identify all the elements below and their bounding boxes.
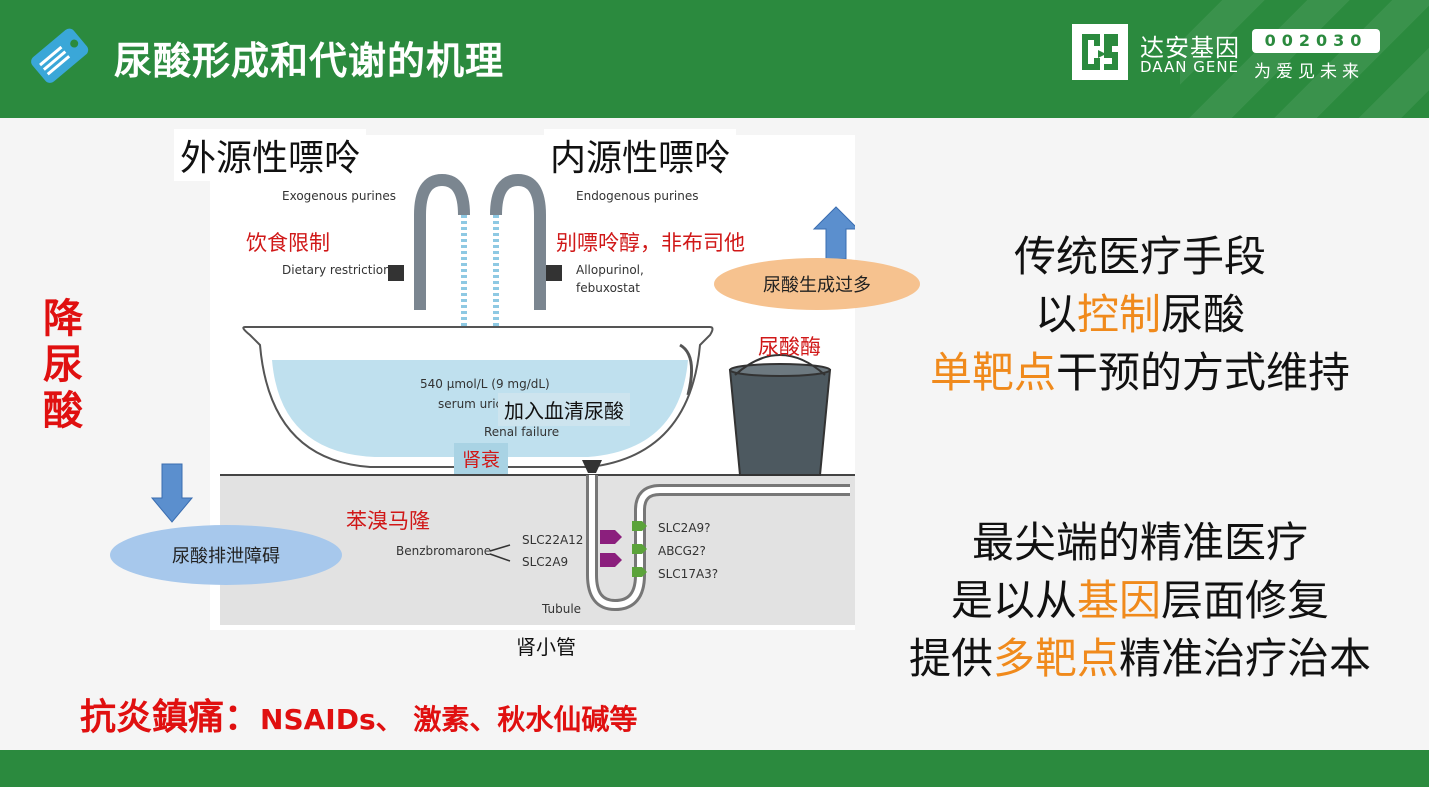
exo-faucet	[414, 173, 470, 310]
precision-line-2c: 层面修复	[1161, 576, 1330, 625]
serum-level-en: 540 µmol/L (9 mg/dL)	[420, 377, 550, 391]
drain	[582, 460, 602, 473]
uric-acid-bathtub-diagram: 外源性嘌呤 内源性嘌呤 Exogenous purines Endogenous…	[174, 129, 855, 659]
brand-name-cn: 达安基因	[1140, 34, 1240, 62]
traditional-line-1: 传统医疗手段	[1013, 232, 1266, 281]
traditional-line-2: 以控制尿酸	[900, 286, 1380, 344]
renal-failure-en: Renal failure	[484, 425, 560, 439]
brand-name-en: DAAN GENE	[1140, 58, 1240, 76]
tag-icon	[31, 28, 89, 83]
lower-uric-acid-label: 降 尿 酸	[38, 296, 88, 434]
traditional-line-3: 单靶点干预的方式维持	[900, 344, 1380, 402]
tubule-en: Tubule	[542, 602, 582, 616]
page-title: 尿酸形成和代谢的机理	[114, 39, 505, 83]
serum-uric-en: serum uric	[438, 397, 503, 411]
anti-inflammatory-main: 抗炎鎮痛：	[80, 697, 261, 738]
slc17a3q-label: SLC17A3?	[658, 567, 719, 581]
exo-purine-en: Exogenous purines	[282, 189, 397, 203]
daan-logo-icon	[1072, 24, 1128, 80]
renal-failure-cn: 肾衰	[454, 443, 509, 474]
febuxostat-en: febuxostat	[576, 281, 640, 295]
benzbromarone-en: Benzbromarone	[396, 544, 492, 558]
allopurinol-cn: 别嘌呤醇，非布司他	[556, 231, 745, 255]
endo-faucet	[490, 173, 546, 310]
traditional-line-3b: 干预的方式维持	[1056, 348, 1351, 397]
bathtub-illustration	[210, 135, 855, 630]
precision-line-2a: 是以从	[950, 576, 1077, 625]
endo-valve	[546, 265, 562, 281]
traditional-line-2b: 控制	[1076, 290, 1161, 339]
side-char-1: 降	[43, 296, 83, 342]
precision-line-2: 是以从基因层面修复	[870, 572, 1410, 630]
endo-purine-en: Endogenous purines	[576, 189, 699, 203]
side-char-3: 酸	[43, 388, 83, 434]
slc2a9q-label: SLC2A9?	[658, 521, 711, 535]
footer-bar	[0, 750, 1429, 787]
excretion-label: 尿酸排泄障碍	[172, 546, 280, 567]
precision-line-3b: 多靶点	[992, 634, 1119, 683]
slc22a12-label: SLC22A12	[522, 533, 584, 547]
precision-line-1: 最尖端的精准医疗	[971, 518, 1308, 567]
up-arrow-icon	[812, 206, 855, 260]
diet-restriction-cn: 饮食限制	[246, 231, 330, 255]
header-stripe-decoration	[1180, 0, 1429, 118]
brand-slogan: 为爱见未来	[1254, 62, 1364, 82]
benzbromarone-cn: 苯溴马隆	[346, 509, 430, 533]
side-char-2: 尿	[43, 342, 83, 388]
anti-inflammatory-drugs: NSAIDs、 激素、秋水仙碱等	[260, 703, 638, 736]
down-arrow-icon	[150, 463, 194, 523]
exo-valve	[388, 265, 404, 281]
precision-line-3: 提供多靶点精准治疗治本	[870, 630, 1410, 688]
precision-line-2b: 基因	[1076, 576, 1161, 625]
overproduction-bubble: 尿酸生成过多	[714, 258, 920, 310]
precision-therapy-text: 最尖端的精准医疗 是以从基因层面修复 提供多靶点精准治疗治本	[870, 514, 1410, 688]
traditional-line-2c: 尿酸	[1161, 290, 1246, 339]
allopurinol-en: Allopurinol,	[576, 263, 644, 277]
traditional-line-2a: 以	[1034, 290, 1077, 339]
precision-line-3a: 提供	[908, 634, 993, 683]
serum-uric-cn: 加入血清尿酸	[498, 393, 630, 426]
uricase-cn: 尿酸酶	[758, 335, 821, 359]
diet-restriction-en: Dietary restriction	[282, 263, 391, 277]
precision-line-3c: 精准治疗治本	[1119, 634, 1372, 683]
slc2a9-label: SLC2A9	[522, 555, 569, 569]
overproduction-label: 尿酸生成过多	[763, 275, 871, 296]
traditional-therapy-text: 传统医疗手段 以控制尿酸 单靶点干预的方式维持	[900, 228, 1380, 402]
abcg2q-label: ABCG2?	[658, 544, 706, 558]
tubule-cn: 肾小管	[516, 635, 576, 659]
bucket	[728, 369, 832, 476]
stock-code-badge: 002030	[1252, 29, 1380, 53]
header-bar	[0, 0, 1429, 118]
tub-water	[272, 360, 688, 457]
exo-purine-cn: 外源性嘌呤	[174, 129, 367, 181]
endo-purine-cn: 内源性嘌呤	[544, 129, 737, 181]
anti-inflammatory-text: 抗炎鎮痛：NSAIDs、 激素、秋水仙碱等	[80, 688, 637, 740]
traditional-line-3a: 单靶点	[929, 348, 1056, 397]
excretion-bubble: 尿酸排泄障碍	[110, 525, 342, 585]
